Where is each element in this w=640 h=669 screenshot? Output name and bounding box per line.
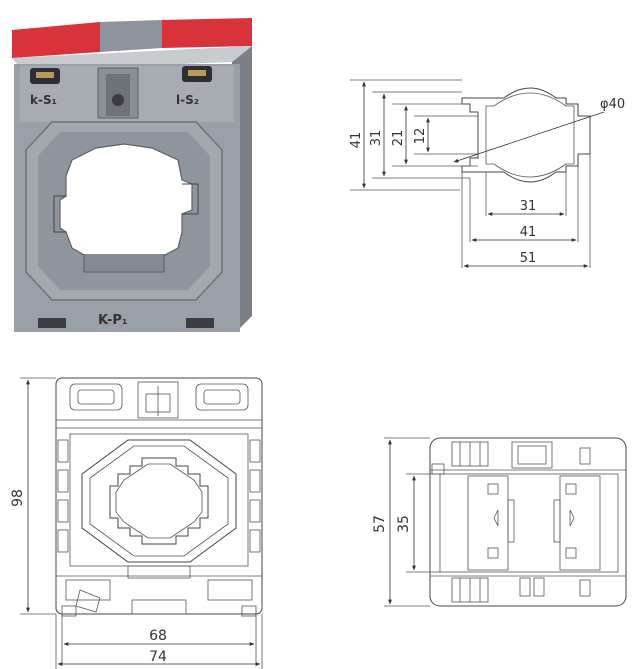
dim-width-68: 68	[149, 628, 167, 644]
terminal-label-right: l-S₂	[176, 93, 199, 107]
dim-width-51: 51	[520, 251, 537, 266]
dim-height-98: 98	[10, 489, 26, 507]
front-outline	[55, 377, 263, 615]
primary-label: K-P₁	[98, 313, 128, 328]
dim-width-41: 41	[520, 225, 537, 240]
cable-window	[59, 143, 193, 267]
dim-height-35: 35	[396, 515, 412, 533]
dim-width-74: 74	[149, 649, 167, 665]
dim-height-31: 31	[369, 130, 384, 147]
dim-diameter-40: φ40	[600, 97, 625, 112]
dim-height-57: 57	[372, 515, 388, 533]
dim-height-21: 21	[391, 130, 406, 147]
mounting-foot-right	[186, 318, 214, 328]
side-view-drawing: 57 35	[372, 437, 627, 607]
product-photo: k-S₁ l-S₂ K-P₁	[12, 18, 252, 332]
red-terminal-cap-right	[162, 18, 252, 48]
dim-width-31: 31	[520, 199, 537, 214]
arrow-marker-icon	[493, 509, 499, 527]
front-window	[109, 457, 209, 545]
side-outline	[429, 437, 627, 607]
mounting-foot-left	[38, 318, 66, 328]
screw-icon	[112, 94, 124, 106]
red-terminal-cap-left	[12, 22, 100, 58]
dim-height-12: 12	[413, 128, 428, 145]
diameter-leader	[453, 111, 605, 163]
window-profile-drawing: 41 31 21 12 φ40 31 41 51	[349, 79, 625, 268]
front-view-drawing: 98 68 74	[10, 377, 263, 669]
dim-height-41: 41	[349, 132, 364, 149]
arrow-marker-icon	[569, 509, 575, 527]
terminal-label-left: k-S₁	[30, 93, 57, 107]
